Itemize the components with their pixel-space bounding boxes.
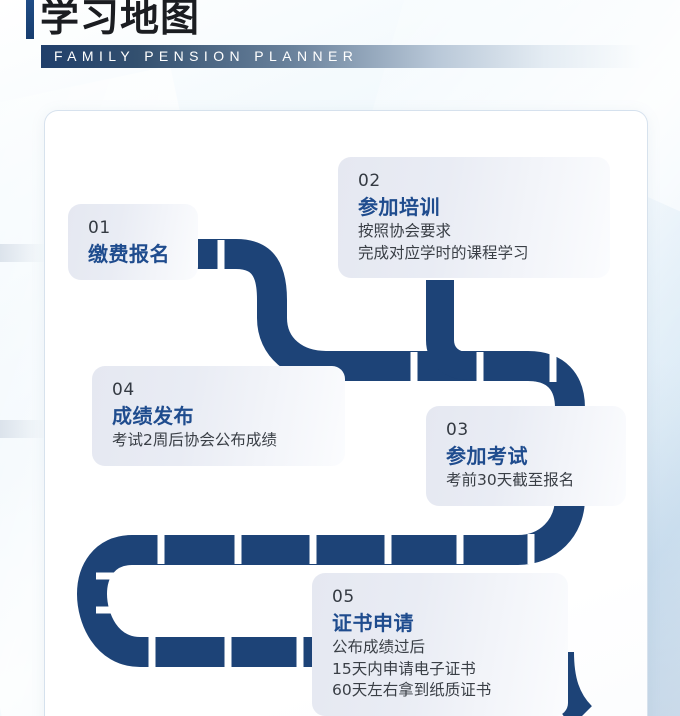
step-number: 04 — [112, 380, 135, 400]
step-card-04[interactable]: 04 成绩发布 考试2周后协会公布成绩 — [92, 366, 345, 466]
page-subtitle: FAMILY PENSION PLANNER — [54, 48, 359, 64]
step-number: 03 — [446, 420, 469, 440]
step-description-line: 公布成绩过后 — [332, 638, 426, 656]
step-description-line: 按照协会要求 — [358, 222, 452, 240]
step-description-line: 考试2周后协会公布成绩 — [112, 431, 277, 449]
page-title: 学习地图 — [40, 0, 201, 41]
step-number: 01 — [88, 218, 111, 238]
step-number: 02 — [358, 171, 381, 191]
step-description-line: 完成对应学时的课程学习 — [358, 243, 529, 262]
step-card-02[interactable]: 02 参加培训 按照协会要求 完成对应学时的课程学习 — [338, 157, 610, 278]
step-title: 缴费报名 — [88, 242, 170, 266]
step-title: 成绩发布 — [112, 404, 194, 428]
step-title: 证书申请 — [332, 611, 414, 635]
step-card-03[interactable]: 03 参加考试 考前30天截至报名 — [426, 406, 626, 506]
step-card-05[interactable]: 05 证书申请 公布成绩过后 15天内申请电子证书 60天左右拿到纸质证书 — [312, 573, 568, 716]
step-description-line: 60天左右拿到纸质证书 — [332, 681, 492, 699]
step-title: 参加培训 — [358, 195, 440, 219]
step-description-line: 考前30天截至报名 — [446, 471, 575, 489]
step-title: 参加考试 — [446, 444, 528, 468]
step-number: 05 — [332, 587, 355, 607]
step-description-line: 15天内申请电子证书 — [332, 659, 476, 678]
background-edge-bar — [0, 420, 46, 438]
title-accent-bar — [26, 0, 34, 39]
background-edge-bar — [0, 244, 46, 262]
step-card-01[interactable]: 01 缴费报名 — [68, 204, 198, 280]
poster-header: 学习地图 FAMILY PENSION PLANNER — [0, 0, 680, 100]
subtitle-banner — [41, 45, 641, 68]
